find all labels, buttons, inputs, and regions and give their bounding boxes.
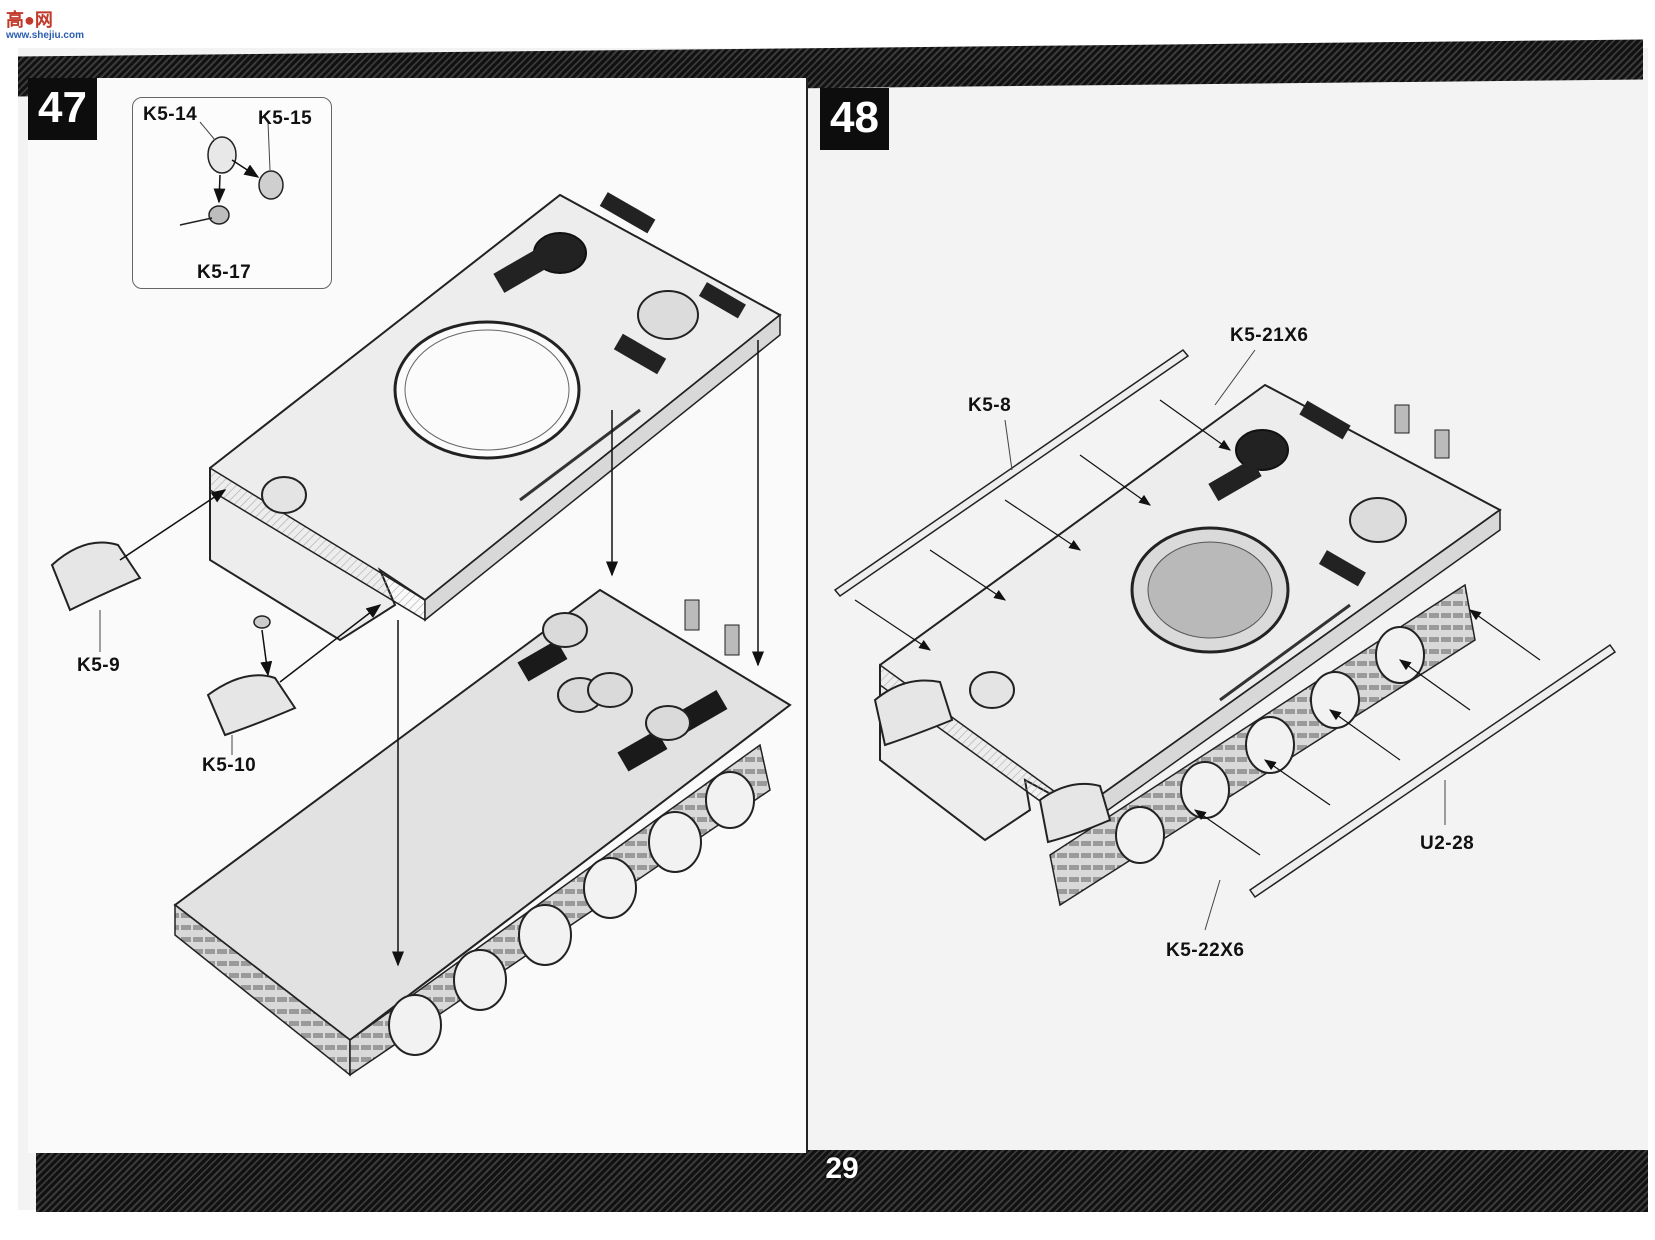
label-k5-17: K5-17 [197, 262, 252, 283]
label-k5-10: K5-10 [202, 755, 257, 776]
upper-hull-deck [209, 192, 782, 642]
lower-hull-chassis [173, 588, 792, 1077]
page-number: 29 [825, 1152, 859, 1185]
step-47-badge: 47 [28, 78, 97, 140]
assembled-hull [873, 383, 1502, 907]
label-u2-28: U2-28 [1420, 833, 1475, 854]
label-k5-21x6: K5-21X6 [1230, 325, 1309, 346]
site-watermark: 高●网 www.shejiu.com [6, 10, 84, 41]
inset-parts [179, 121, 284, 226]
side-rails [833, 348, 1617, 899]
label-k5-8: K5-8 [968, 395, 1012, 416]
step-48-badge: 48 [820, 88, 889, 150]
label-k5-9: K5-9 [77, 655, 121, 676]
mudguard-parts [50, 541, 297, 737]
step-48-arrows [854, 349, 1541, 931]
label-k5-14: K5-14 [143, 104, 198, 125]
sub-assembly-inset [132, 97, 332, 289]
label-k5-15: K5-15 [258, 108, 313, 129]
label-k5-22x6: K5-22X6 [1166, 940, 1245, 961]
bottom-border-band [36, 1150, 1648, 1212]
step-47-arrows [99, 340, 764, 967]
